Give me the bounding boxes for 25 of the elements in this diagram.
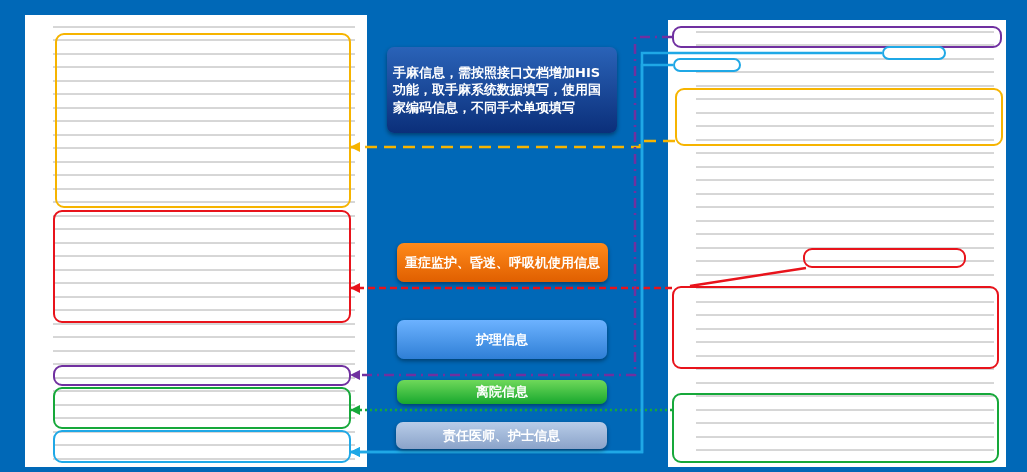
highlight-frame [53,430,351,463]
arrow [350,405,672,415]
highlight-frame [53,210,351,323]
highlight-frame [803,248,966,268]
arrow [350,283,672,293]
highlight-frame [672,286,999,369]
highlight-frame [672,26,1002,48]
highlight-frame [53,365,351,386]
highlight-frame [673,58,741,72]
info-panel: 责任医师、护士信息 [396,422,607,449]
arrow [350,139,675,152]
form-drawing [25,15,367,467]
highlight-frame [55,33,351,208]
connector-line [689,266,807,288]
arrow [350,35,672,380]
form-drawing [668,20,1006,467]
highlight-frame [672,393,999,463]
info-panel: 重症监护、昏迷、呼吸机使用信息 [397,243,608,282]
info-panel: 护理信息 [397,320,607,359]
highlight-frame [675,88,1003,146]
highlight-frame [53,387,351,429]
arrow [350,63,673,457]
info-panel: 手麻信息，需按照接口文档增加HIS功能，取手麻系统数据填写，使用国家编码信息，不同手术单项填写 [387,47,617,133]
info-panel: 离院信息 [397,380,607,404]
highlight-frame [882,46,946,60]
